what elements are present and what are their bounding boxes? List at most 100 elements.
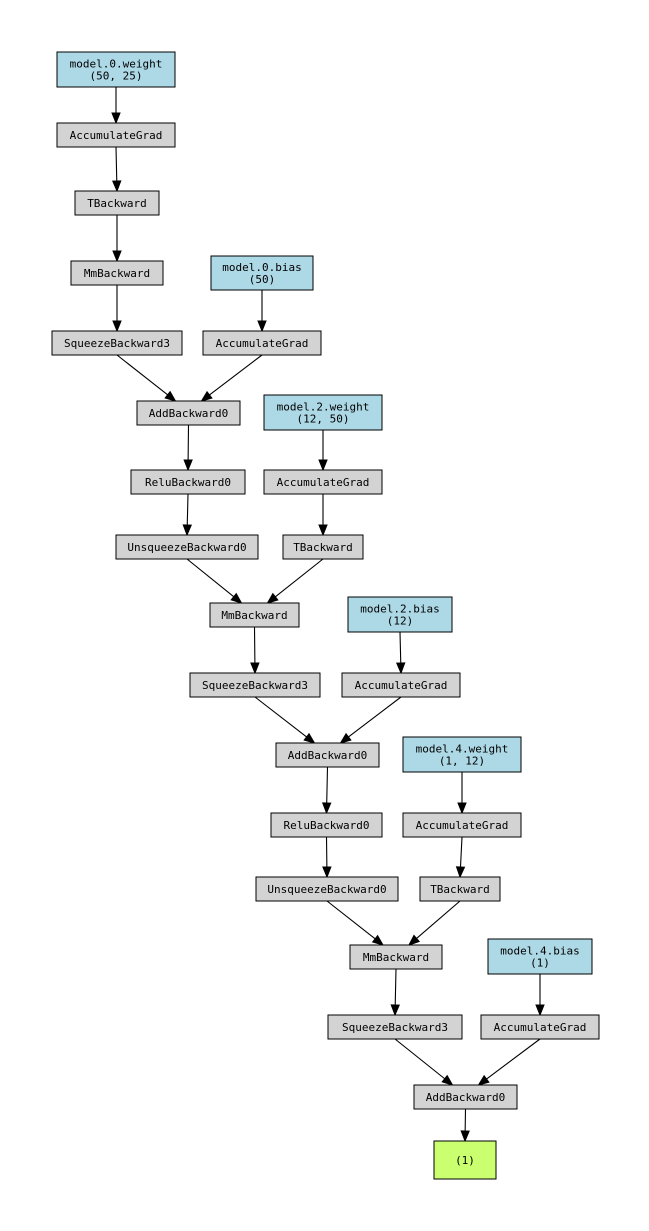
- operation-node-box: [255, 876, 399, 902]
- node-label: AddBackward0: [426, 1091, 505, 1104]
- node-p2b: model.2.bias(12): [347, 596, 453, 633]
- edge-p4w-ag5: [457, 772, 467, 815]
- arrowhead-icon: [477, 1074, 490, 1086]
- operation-node-box: [70, 260, 164, 286]
- edges-layer: [111, 87, 545, 1143]
- edge-line: [116, 354, 168, 396]
- arrowhead-icon: [535, 1004, 545, 1017]
- parameter-node-box: [347, 596, 453, 633]
- node-label: AddBackward0: [149, 407, 228, 420]
- edge-sq3-add3: [394, 1038, 454, 1086]
- node-label: model.2.bias: [360, 603, 439, 616]
- arrowhead-icon: [230, 592, 243, 604]
- node-label: AccumulateGrad: [416, 819, 509, 832]
- arrowhead-icon: [390, 1004, 400, 1017]
- operation-node-box: [402, 812, 522, 838]
- parameter-node-box: [487, 938, 593, 975]
- edge-ag5-tb3: [455, 836, 466, 879]
- edge-relu2-unsq2: [322, 836, 332, 879]
- operation-node-box: [136, 400, 241, 426]
- operation-node-box: [209, 602, 300, 628]
- edge-line: [254, 696, 307, 738]
- node-ag5: AccumulateGrad: [402, 812, 522, 838]
- operation-node-box: [115, 534, 259, 560]
- node-p0b: model.0.bias(50): [210, 255, 314, 291]
- operation-node-box: [130, 469, 246, 495]
- edge-sq2-add2: [254, 696, 316, 744]
- node-label: model.2.weight: [277, 401, 370, 414]
- edge-ag4-add2: [339, 696, 402, 744]
- edge-line: [274, 558, 324, 598]
- node-label: SqueezeBackward3: [64, 337, 170, 350]
- edge-add1-relu1: [183, 424, 193, 472]
- edge-p4b-ag6: [535, 974, 545, 1017]
- edge-p0w-ag1: [111, 87, 121, 125]
- node-label: TBackward: [430, 883, 490, 896]
- edge-ag1-tb1: [112, 146, 122, 193]
- node-label: TBackward: [87, 197, 147, 210]
- edge-line: [399, 631, 402, 664]
- node-add2: AddBackward0: [275, 742, 380, 768]
- operation-node-box: [74, 190, 160, 216]
- edge-relu1-unsq1: [182, 493, 192, 537]
- node-shape-label: (12, 50): [297, 413, 350, 426]
- node-p0w: model.0.weight(50, 25): [56, 51, 176, 88]
- arrowhead-icon: [164, 390, 177, 402]
- node-label: model.4.bias: [500, 945, 579, 958]
- arrowhead-icon: [257, 320, 267, 333]
- operation-node-box: [349, 944, 443, 970]
- node-label: MmBackward: [84, 267, 150, 280]
- node-label: AddBackward0: [288, 749, 367, 762]
- edge-line: [416, 900, 461, 939]
- arrowhead-icon: [460, 1130, 470, 1143]
- node-relu2: ReluBackward0: [270, 812, 383, 838]
- node-label: AccumulateGrad: [277, 476, 370, 489]
- node-label: TBackward: [293, 541, 353, 554]
- edge-ag2-add1: [200, 354, 263, 402]
- operation-node-box: [275, 742, 380, 768]
- node-shape-label: (50): [249, 273, 276, 286]
- edge-line: [348, 696, 402, 738]
- operation-node-box: [480, 1014, 600, 1040]
- operation-node-box: [282, 534, 364, 560]
- node-add3: AddBackward0: [413, 1084, 518, 1110]
- operation-node-box: [189, 672, 321, 698]
- arrowhead-icon: [318, 459, 328, 472]
- arrowhead-icon: [112, 180, 122, 193]
- node-label: model.0.bias: [222, 261, 301, 274]
- node-label: AccumulateGrad: [494, 1021, 587, 1034]
- node-shape-label: (50, 25): [90, 70, 143, 83]
- node-label: AccumulateGrad: [355, 679, 448, 692]
- node-label: AccumulateGrad: [216, 337, 309, 350]
- arrowhead-icon: [396, 662, 406, 675]
- edge-ag6-add3: [477, 1038, 541, 1086]
- edge-p0b-ag2: [257, 290, 267, 333]
- operation-node-box: [51, 330, 183, 356]
- node-sq3: SqueezeBackward3: [327, 1014, 463, 1040]
- edge-line: [326, 900, 376, 940]
- node-shape-label: (12): [387, 615, 414, 628]
- edge-tb3-mm3: [407, 900, 461, 946]
- node-sq2: SqueezeBackward3: [189, 672, 321, 698]
- arrowhead-icon: [339, 732, 352, 744]
- edge-line: [459, 836, 463, 868]
- edge-line: [394, 1038, 446, 1080]
- node-label: SqueezeBackward3: [342, 1021, 448, 1034]
- node-ag4: AccumulateGrad: [341, 672, 461, 698]
- edge-mm1-sq1: [112, 285, 122, 333]
- parameter-node-box: [210, 255, 314, 291]
- node-ag2: AccumulateGrad: [202, 330, 322, 356]
- node-unsq1: UnsqueezeBackward0: [115, 534, 259, 560]
- edge-mm2-sq2: [250, 626, 260, 675]
- arrowhead-icon: [111, 112, 121, 125]
- operation-node-box: [419, 876, 501, 902]
- operation-node-box: [413, 1084, 518, 1110]
- arrowhead-icon: [183, 459, 193, 472]
- edge-p2w-ag3: [318, 430, 328, 472]
- edge-add3-out: [460, 1108, 470, 1143]
- edge-unsq2-mm3: [326, 900, 385, 946]
- arrowhead-icon: [266, 592, 279, 604]
- node-label: MmBackward: [363, 951, 429, 964]
- node-tb2: TBackward: [282, 534, 364, 560]
